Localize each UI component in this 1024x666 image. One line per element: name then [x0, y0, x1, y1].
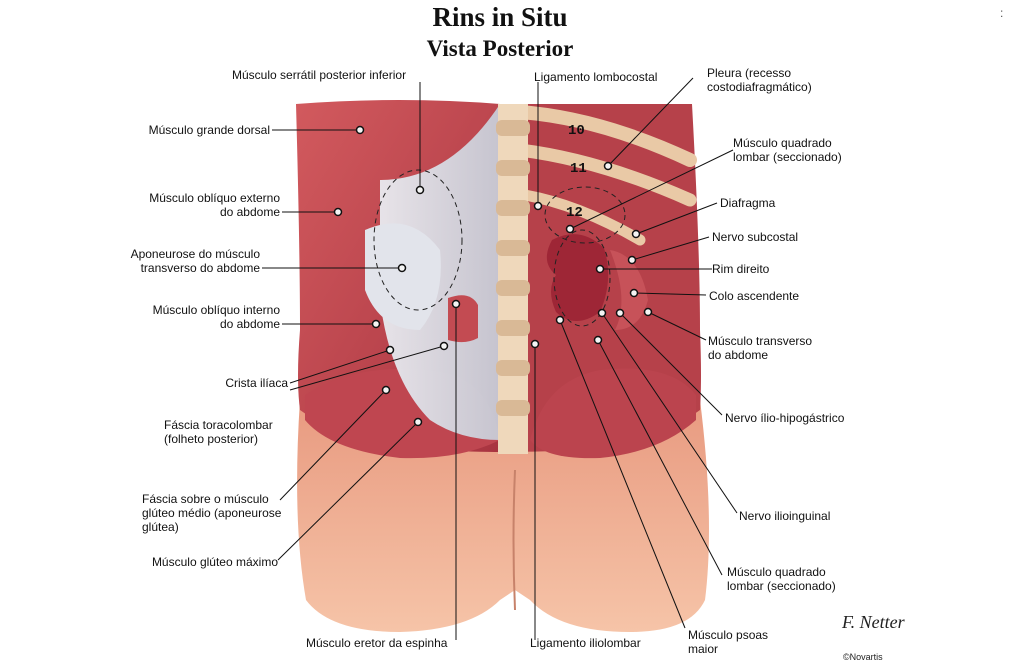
label-points — [333, 125, 653, 427]
label-fascia-toracolombar: Fáscia toracolombar (folheto posterior) — [164, 418, 273, 446]
figure-subtitle: Vista Posterior — [426, 36, 574, 61]
leader-lines — [262, 77, 738, 640]
label-quadrado-lombar-1: Músculo quadrado lombar (seccionado) — [733, 136, 842, 164]
label-nervo-ilioinguinal: Nervo ilioinguinal — [739, 509, 831, 523]
gluteal-cleft — [512, 469, 516, 611]
label-grande-dorsal: Músculo grande dorsal — [148, 123, 270, 137]
netter-signature-logo: F. Netter — [842, 612, 905, 632]
label-crista-iliaca: Crista ilíaca — [225, 376, 288, 390]
label-colo-ascendente: Colo ascendente — [709, 289, 800, 303]
kidney-right — [546, 234, 609, 321]
figure-title: Rins in Situ — [432, 2, 568, 32]
rib-number-12: 12 — [566, 205, 583, 221]
label-nervo-subcostal: Nervo subcostal — [712, 230, 799, 244]
label-pleura: Pleura (recesso costodiafragmático) — [707, 66, 812, 94]
label-ligamento-lombocostal: Ligamento lombocostal — [534, 70, 658, 84]
label-serratil-posterior: Músculo serrátil posterior inferior — [232, 68, 407, 82]
label-fascia-gluteo-medio: Fáscia sobre o músculo glúteo médio (apo… — [142, 492, 282, 534]
label-gluteo-maximo: Músculo glúteo máximo — [151, 555, 278, 569]
label-quadrado-lombar-2: Músculo quadrado lombar (seccionado) — [727, 565, 836, 593]
label-obliquo-interno: Músculo oblíquo interno do abdome — [152, 303, 280, 331]
label-eretor-espinha: Músculo eretor da espinha — [306, 636, 448, 650]
label-nervo-ilio-hipogastrico: Nervo ílio-hipogástrico — [725, 411, 845, 425]
dashed-outline-kidney — [553, 229, 611, 327]
label-ligamento-iliolombar: Ligamento iliolombar — [530, 636, 641, 650]
label-diafragma: Diafragma — [720, 196, 776, 210]
ascending-colon — [610, 250, 648, 330]
label-obliquo-externo: Músculo oblíquo externo do abdome — [149, 191, 280, 219]
novartis-copyright: ©Novartis — [843, 652, 883, 662]
label-psoas-maior: Músculo psoas maior — [688, 628, 769, 656]
ribs-right — [513, 105, 697, 246]
dashed-outline-left — [373, 169, 463, 311]
label-rim-direito: Rim direito — [712, 262, 770, 276]
rib-number-10: 10 — [568, 123, 585, 139]
label-aponeurose-transverso: Aponeurose do músculo transverso do abdo… — [130, 247, 260, 275]
vertebral-column — [496, 104, 530, 454]
rib-number-11: 11 — [570, 161, 587, 177]
aponeurosis-area — [365, 223, 441, 330]
label-transverso-abdome: Músculo transverso do abdome — [708, 334, 813, 362]
corner-mark: : — [1000, 6, 1004, 20]
dashed-outline-right — [544, 186, 626, 244]
